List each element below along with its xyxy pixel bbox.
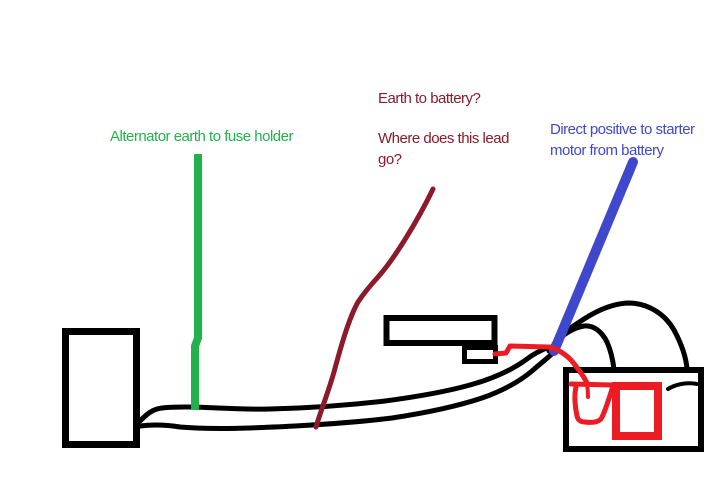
red-wire-loop <box>572 384 615 425</box>
label-where-does-this-lead: Where does this lead go? <box>378 128 509 170</box>
fuse-holder-tab <box>462 345 498 364</box>
red-wire-main <box>492 343 590 386</box>
battery-box <box>563 367 704 452</box>
label-direct-positive-line1: Direct positive to starter <box>550 121 695 138</box>
battery-dash-mark <box>666 381 699 391</box>
label-direct-positive-line2: motor from battery <box>550 142 664 159</box>
label-alternator-earth: Alternator earth to fuse holder <box>110 126 293 147</box>
label-alternator-earth-text: Alternator earth to fuse holder <box>110 128 293 145</box>
alternator-box <box>62 328 140 448</box>
label-earth-to-battery: Earth to battery? <box>378 88 481 109</box>
main-wire-lower <box>137 349 557 432</box>
main-wire-upper <box>137 344 552 424</box>
label-where-lead-line1: Where does this lead <box>378 130 509 147</box>
label-earth-to-battery-text: Earth to battery? <box>378 90 481 107</box>
dark-red-annotation-line <box>313 186 436 430</box>
label-direct-positive: Direct positive to starter motor from ba… <box>550 119 695 161</box>
blue-annotation-line <box>549 157 638 356</box>
battery-terminal-red-square <box>612 382 662 440</box>
red-wire-stub <box>585 382 590 399</box>
green-annotation-line <box>191 154 202 410</box>
red-wire-horizontal <box>568 381 615 388</box>
battery-loop-wire-inner <box>551 323 617 373</box>
label-where-lead-line2: go? <box>378 151 402 168</box>
fuse-holder-box <box>383 315 498 346</box>
